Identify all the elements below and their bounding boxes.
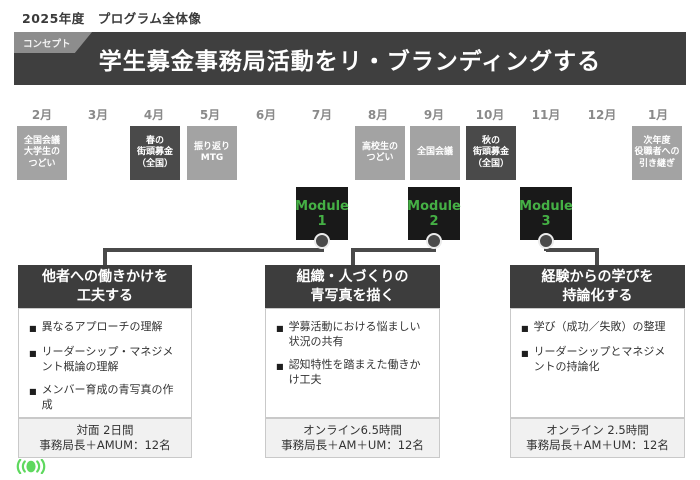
column-1-body: ■異なるアプローチの理解 ■リーダーシップ・マネジメント概論の理解 ■メンバー育…: [18, 308, 192, 418]
list-item: ■メンバー育成の青写真の作成: [29, 383, 174, 411]
column-3-body: ■学び（成功／失敗）の整理 ■リーダーシップとマネジメントの持論化: [510, 308, 685, 418]
page-title: 2025年度 プログラム全体像: [22, 11, 202, 26]
month-label: 11月: [531, 108, 561, 122]
event-national-meeting-sep: 全国会議: [410, 126, 460, 180]
bullet-square-icon: ■: [276, 324, 284, 333]
bullet-square-icon: ■: [521, 349, 529, 358]
list-item: ■リーダーシップとマネジメントの持論化: [521, 345, 666, 373]
event-handover-next-year: 次年度役職者への引き継ぎ: [632, 126, 682, 180]
month-label: 5月: [199, 108, 221, 122]
column-2-footer: オンライン6.5時間事務局長＋AM＋UM：12名: [265, 418, 440, 458]
timeline-month-row: 2月 3月 4月 5月 6月 7月 8月 9月 10月 11月 12月 1月: [14, 106, 686, 123]
connector-module-1: [103, 248, 107, 265]
connector-node-icon: [538, 233, 554, 249]
month-label: 1月: [647, 108, 669, 122]
bullet-square-icon: ■: [276, 362, 284, 371]
connector-node-icon: [426, 233, 442, 249]
month-label: 10月: [475, 108, 505, 122]
event-spring-street-fundraising: 春の街頭募金（全国）: [130, 126, 180, 180]
column-1-title: 他者への働きかけを工夫する: [18, 265, 192, 308]
connector-node-icon: [314, 233, 330, 249]
month-label: 3月: [87, 108, 109, 122]
month-label: 7月: [311, 108, 333, 122]
list-item: ■学び（成功／失敗）の整理: [521, 319, 676, 336]
month-label: 2月: [31, 108, 53, 122]
bullet-square-icon: ■: [29, 349, 37, 358]
list-item: ■リーダーシップ・マネジメント概論の理解: [29, 345, 174, 373]
connector-module-3: [546, 248, 599, 252]
month-label: 6月: [255, 108, 277, 122]
bullet-square-icon: ■: [29, 387, 37, 396]
column-3-footer: オンライン 2.5時間事務局長＋AM＋UM：12名: [510, 418, 685, 458]
bullet-square-icon: ■: [521, 324, 529, 333]
list-item: ■異なるアプローチの理解: [29, 319, 183, 336]
month-label: 12月: [587, 108, 617, 122]
connector-module-2: [351, 248, 355, 265]
concept-banner: 学生募金事務局活動をリ・ブランディングする コンセプト: [14, 32, 686, 85]
list-item: ■学募活動における悩ましい状況の共有: [276, 320, 421, 348]
connector-module-3: [595, 248, 599, 265]
column-2-title: 組織・人づくりの青写真を描く: [265, 265, 440, 308]
broadcast-logo-icon: [16, 458, 46, 478]
event-national-meeting-feb: 全国会議大学生のつどい: [17, 126, 67, 180]
column-3-title: 経験からの学びを持論化する: [510, 265, 685, 308]
bullet-square-icon: ■: [29, 324, 37, 333]
list-item: ■認知特性を踏まえた働きかけ工夫: [276, 358, 421, 386]
month-label: 4月: [143, 108, 165, 122]
event-autumn-street-fundraising: 秋の街頭募金（全国）: [466, 126, 516, 180]
month-label: 9月: [423, 108, 445, 122]
connector-module-2: [351, 248, 436, 252]
concept-tag: コンセプト: [14, 32, 92, 53]
connector-module-1: [103, 248, 324, 252]
concept-title: 学生募金事務局活動をリ・ブランディングする: [98, 48, 602, 75]
event-highschool-gathering: 高校生のつどい: [355, 126, 405, 180]
column-1-footer: 対面 2日間事務局長＋AMUM：12名: [18, 418, 192, 458]
column-2-body: ■学募活動における悩ましい状況の共有 ■認知特性を踏まえた働きかけ工夫: [265, 308, 440, 418]
month-label: 8月: [367, 108, 389, 122]
